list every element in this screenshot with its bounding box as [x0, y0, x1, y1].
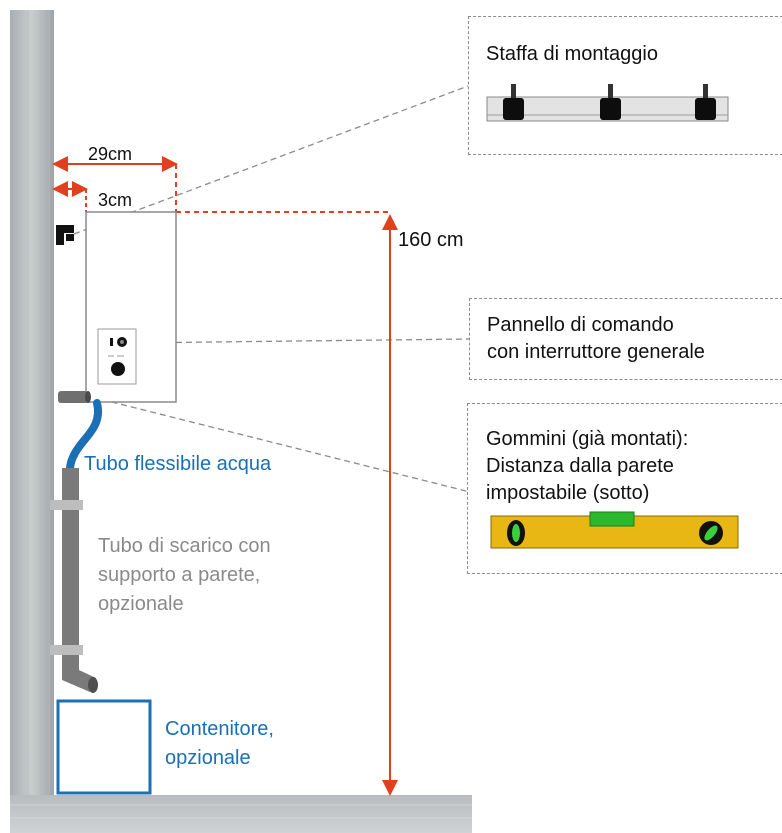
container-line1: Contenitore,: [165, 718, 274, 740]
floor-texture: [10, 804, 472, 819]
water-hose-label: Tubo flessibile acqua: [84, 453, 272, 475]
container-line2: opzionale: [165, 747, 251, 769]
dimension-height-label: 160 cm: [398, 229, 464, 251]
dimension-lines: [52, 156, 398, 796]
bumpers-line3: impostabile (sotto): [486, 482, 650, 504]
wall-texture: [17, 10, 50, 800]
dimension-wall-gap-label: 3cm: [98, 190, 133, 210]
drain-pipe-line2: supporto a parete,: [98, 564, 261, 586]
drain-pipe: [62, 468, 79, 674]
dimension-width-label: 29cm: [88, 144, 133, 164]
bumpers-line2: Distanza dalla parete: [486, 455, 674, 477]
mounting-bracket-title: Staffa di montaggio: [486, 43, 658, 65]
bumpers-line1: Gommini (già montati):: [486, 428, 689, 450]
container-box: [56, 699, 152, 795]
drain-pipe-line1: Tubo di scarico con: [98, 535, 271, 557]
rubber-bumper-icon: [58, 391, 88, 403]
floor: [10, 795, 472, 833]
control-panel-line1: Pannello di comando: [487, 314, 674, 336]
leader-lines: [73, 85, 471, 493]
drain-pipe-line3: opzionale: [98, 593, 184, 615]
control-panel-callout: [469, 298, 782, 380]
drain-pipe-elbow: [62, 670, 96, 692]
wall: [10, 10, 54, 800]
mounting-bracket-callout: [468, 16, 782, 155]
wall-bracket-icon: [56, 225, 74, 245]
control-panel-line2: con interruttore generale: [487, 341, 705, 363]
